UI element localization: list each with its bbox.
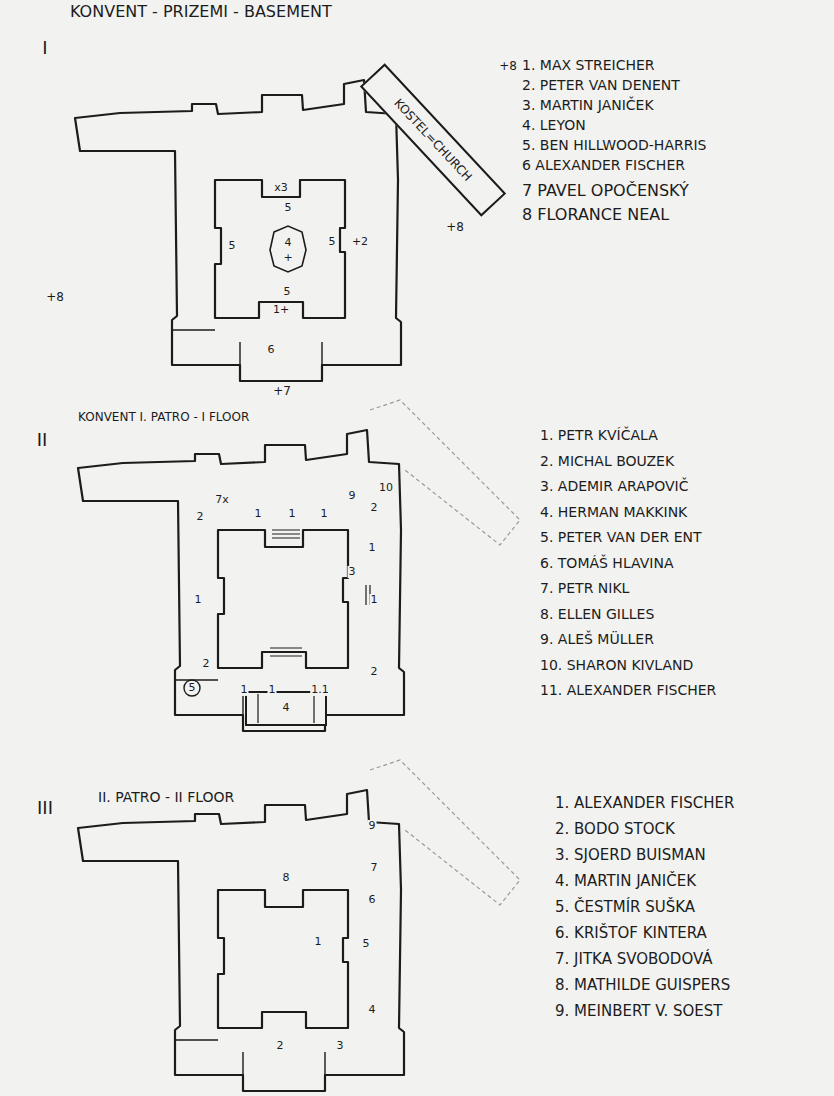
callout-number: +2 (351, 236, 369, 248)
artist-label: 8. MATHILDE GUISPERS (555, 977, 730, 994)
callout-number: I (41, 38, 48, 58)
artist-label: 6 ALEXANDER FISCHER (522, 158, 685, 173)
callout-number: II (36, 430, 49, 450)
callout-number: 2 (202, 658, 211, 670)
stair-marks (258, 530, 370, 723)
artist-label: 8 FLORANCE NEAL (522, 206, 669, 224)
artist-label: 4. MARTIN JANIČEK (555, 873, 696, 890)
artist-label: 6. TOMÁŠ HLAVINA (540, 556, 673, 571)
callout-number: 1+ (272, 304, 290, 316)
page-title: KONVENT - PRIZEMI - BASEMENT (70, 3, 332, 21)
artist-label: KONVENT I. PATRO - I FLOOR (78, 411, 249, 424)
callout-number: 5 (284, 202, 293, 214)
artist-label: 2. MICHAL BOUZEK (540, 454, 674, 469)
callout-number: 3 (348, 566, 357, 578)
church-outline-faint (370, 760, 520, 905)
callout-number: 1 (370, 594, 379, 606)
callout-number: 1 (268, 684, 277, 696)
callout-number: 2 (196, 511, 205, 523)
callout-number: + (282, 252, 293, 264)
callout-number: 3 (336, 1040, 345, 1052)
artist-label: 3. SJOERD BUISMAN (555, 847, 706, 864)
callout-number: 9 (368, 820, 377, 832)
artist-label: 7. JITKA SVOBODOVÁ (555, 951, 713, 968)
callout-number: 5 (328, 236, 337, 248)
callout-number: 5 (188, 682, 197, 694)
callout-number: 1 (254, 508, 263, 520)
basement-plan (75, 80, 401, 381)
artist-label: 7. PETR NIKL (540, 581, 629, 596)
callout-number: 1 (288, 508, 297, 520)
callout-number: x3 (273, 182, 289, 194)
artist-label: 11. ALEXANDER FISCHER (540, 683, 716, 698)
artist-label: II. PATRO - II FLOOR (98, 790, 234, 805)
callout-number: 1 (368, 542, 377, 554)
artist-label: 2. PETER VAN DENENT (522, 78, 680, 93)
first-floor-plan (78, 430, 404, 731)
artist-label: 9. MEINBERT V. SOEST (555, 1003, 723, 1020)
artist-label: 8. ELLEN GILLES (540, 607, 654, 622)
callout-number: 6 (267, 344, 276, 356)
callout-number: 1 (320, 508, 329, 520)
artist-label: 2. BODO STOCK (555, 821, 675, 838)
callout-number: 7 (370, 862, 379, 874)
church-outline-faint (370, 400, 520, 545)
artist-label: 1. MAX STREICHER (522, 58, 655, 73)
artist-label: 9. ALEŠ MÜLLER (540, 632, 654, 647)
building-label: KOSTEL=CHURCH (391, 96, 474, 184)
callout-number: +8 (498, 60, 518, 73)
fountain-outline (270, 226, 306, 272)
callout-number: 4 (284, 237, 293, 249)
callout-number: 5 (283, 286, 292, 298)
callout-number: 1 (194, 594, 203, 606)
callout-circle (184, 680, 200, 696)
callout-number: 1.1 (310, 684, 330, 696)
callout-number: 2 (370, 666, 379, 678)
callout-number: 2 (276, 1040, 285, 1052)
artist-label: 10. SHARON KIVLAND (540, 658, 693, 673)
artist-label: 4. HERMAN MAKKINK (540, 505, 687, 520)
callout-number: 1 (240, 684, 249, 696)
church-building: KOSTEL=CHURCH (360, 63, 506, 216)
artist-label: 5. ČESTMÍR SUŠKA (555, 899, 695, 916)
artist-label: 1. PETR KVÍČALA (540, 428, 658, 443)
artist-label: 1. ALEXANDER FISCHER (555, 795, 734, 812)
callout-number: 1 (314, 936, 323, 948)
callout-number: +7 (272, 385, 292, 398)
artist-label: 3. ADEMIR ARAPOVIČ (540, 479, 688, 494)
artist-label: 3. MARTIN JANIČEK (522, 98, 654, 113)
second-floor-plan (78, 790, 404, 1091)
callout-number: +8 (445, 221, 465, 234)
callout-number: 2 (370, 502, 379, 514)
callout-number: 5 (362, 938, 371, 950)
artist-label: 5. PETER VAN DER ENT (540, 530, 702, 545)
callout-number: 7x (214, 494, 230, 506)
artist-label: 6. KRIŠTOF KINTERA (555, 925, 707, 942)
artist-label: 5. BEN HILLWOOD-HARRIS (522, 138, 706, 153)
callout-number: III (36, 798, 54, 818)
callout-number: 6 (368, 894, 377, 906)
callout-number: 8 (282, 872, 291, 884)
callout-number: 9 (348, 490, 357, 502)
artist-label: 4. LEYON (522, 118, 586, 133)
callout-number: 10 (378, 482, 394, 494)
callout-number: 4 (368, 1004, 377, 1016)
callout-number: 4 (282, 702, 291, 714)
artist-label: 7 PAVEL OPOČENSKÝ (522, 182, 689, 200)
callout-number: +8 (45, 291, 65, 304)
callout-number: 5 (228, 240, 237, 252)
